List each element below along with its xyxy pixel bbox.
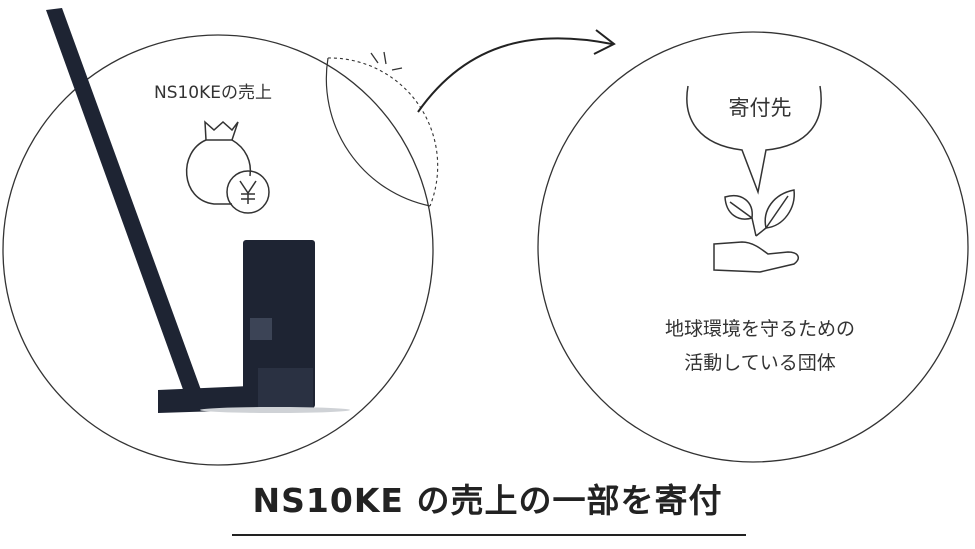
description-line-1: 地球環境を守るための <box>664 318 855 340</box>
caption-title: NS10KE の売上の一部を寄付 <box>252 481 723 520</box>
description-line-2: 活動している団体 <box>684 352 836 374</box>
caption-underline <box>232 534 746 536</box>
donation-recipient-heading: 寄付先 <box>728 96 792 120</box>
left-circle <box>2 34 434 466</box>
plant-hand-icon <box>713 189 799 273</box>
spark-lines <box>370 51 403 71</box>
donation-recipient-description: 地球環境を守るための 活動している団体 <box>600 312 920 380</box>
left-circle-label: NS10KEの売上 <box>153 83 273 103</box>
money-bag-yen-icon <box>185 120 270 214</box>
arrow-icon <box>417 37 613 113</box>
magnify-bubble-arc <box>325 57 431 207</box>
speech-bubble <box>686 85 822 195</box>
right-circle <box>537 31 969 463</box>
vacuum-cleaner-image <box>46 8 350 413</box>
magnify-bubble-dashed <box>327 57 439 207</box>
